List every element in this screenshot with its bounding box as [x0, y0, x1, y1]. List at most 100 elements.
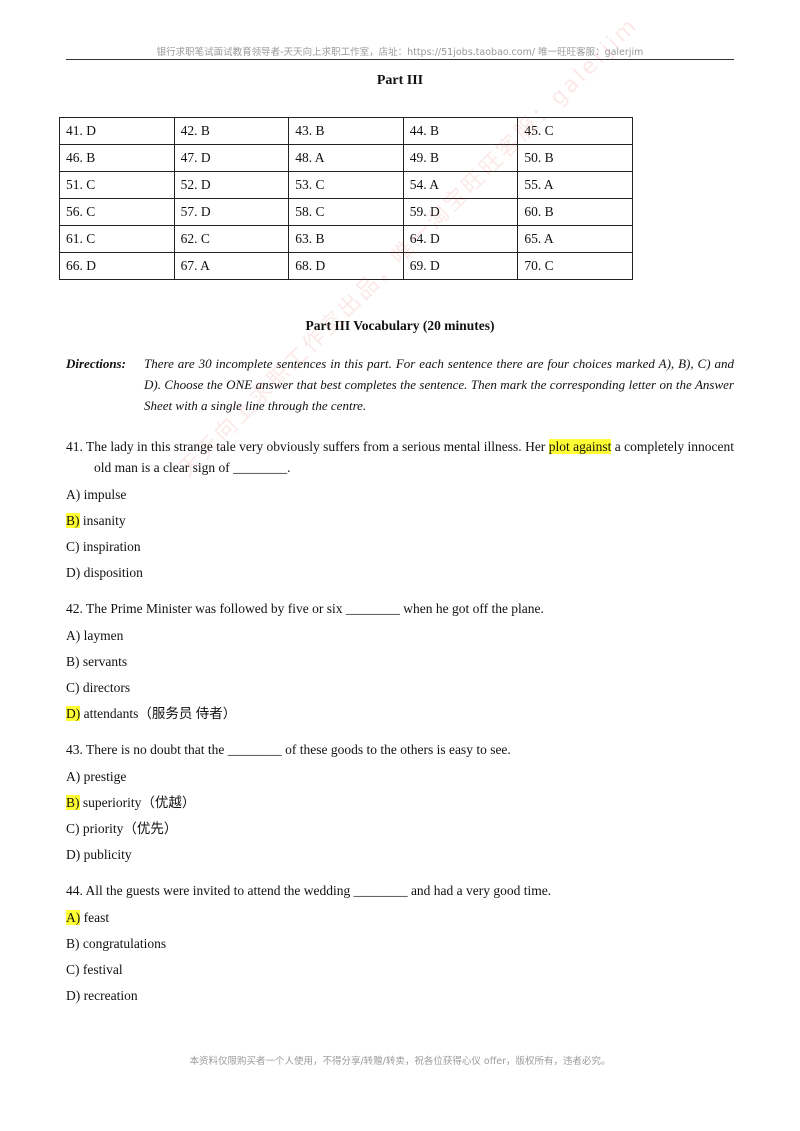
answer-cell: 49. B: [402, 144, 519, 172]
answer-option: B) congratulations: [66, 934, 734, 953]
option-letter: B): [66, 795, 80, 810]
answer-option: B) superiority（优越）: [66, 793, 734, 812]
stem-text: 42. The Prime Minister was followed by f…: [66, 601, 544, 616]
answer-cell: 45. C: [517, 117, 633, 145]
option-text: superiority（优越）: [79, 795, 196, 810]
answer-option: C) inspiration: [66, 537, 734, 556]
option-text: recreation: [80, 988, 138, 1003]
answer-option: B) servants: [66, 652, 734, 671]
answer-option: C) festival: [66, 960, 734, 979]
option-text: attendants（服务员 侍者）: [80, 706, 237, 721]
answer-cell: 65. A: [517, 225, 633, 253]
option-letter: D): [66, 565, 81, 580]
question-stem: 41. The lady in this strange tale very o…: [66, 436, 734, 478]
option-text: priority（优先）: [79, 821, 178, 836]
option-text: laymen: [80, 628, 124, 643]
option-text: feast: [80, 910, 110, 925]
answer-cell: 47. D: [173, 144, 290, 172]
option-letter: B): [66, 936, 80, 951]
answer-cell: 43. B: [288, 117, 404, 145]
option-text: publicity: [80, 847, 132, 862]
page-footer-text: 本资料仅限购买者一个人使用，不得分享/转赠/转卖，祝各位获得心仪 offer，版…: [189, 1056, 611, 1067]
header-divider: [66, 59, 734, 60]
answer-option: D) publicity: [66, 845, 734, 864]
answer-cell: 61. C: [59, 225, 175, 253]
answer-option: C) directors: [66, 678, 734, 697]
option-text: disposition: [80, 565, 143, 580]
answer-option: D) disposition: [66, 563, 734, 582]
option-letter: A): [66, 769, 81, 784]
answer-cell: 63. B: [288, 225, 404, 253]
answer-cell: 57. D: [173, 198, 290, 226]
answer-cell: 64. D: [402, 225, 519, 253]
option-letter: A): [66, 910, 81, 925]
option-text: festival: [79, 962, 123, 977]
answer-cell: 68. D: [288, 252, 404, 280]
answer-cell: 70. C: [517, 252, 633, 280]
answer-option: D) recreation: [66, 986, 734, 1005]
answer-option: A) feast: [66, 908, 734, 927]
answer-cell: 46. B: [59, 144, 175, 172]
answer-cell: 59. D: [402, 198, 519, 226]
option-letter: B): [66, 513, 80, 528]
answer-cell: 51. C: [59, 171, 175, 199]
answer-cell: 69. D: [402, 252, 519, 280]
option-letter: D): [66, 706, 81, 721]
option-letter: C): [66, 539, 80, 554]
answer-cell: 58. C: [288, 198, 404, 226]
answer-cell: 62. C: [173, 225, 290, 253]
question-stem: 44. All the guests were invited to atten…: [66, 880, 734, 901]
questions-list: 41. The lady in this strange tale very o…: [66, 436, 734, 1012]
option-text: congratulations: [79, 936, 167, 951]
directions-block: Directions: There are 30 incomplete sent…: [66, 353, 734, 416]
answer-cell: 66. D: [59, 252, 175, 280]
stem-text: 41. The lady in this strange tale very o…: [66, 439, 549, 454]
answer-option: A) prestige: [66, 767, 734, 786]
page-header-text: 银行求职笔试面试教育领导者-天天向上求职工作室，店址：https://51job…: [156, 47, 644, 58]
question-item: 44. All the guests were invited to atten…: [66, 880, 734, 1005]
option-text: servants: [79, 654, 128, 669]
question-item: 41. The lady in this strange tale very o…: [66, 436, 734, 598]
option-letter: B): [66, 654, 80, 669]
option-text: insanity: [79, 513, 126, 528]
option-letter: D): [66, 988, 81, 1003]
answer-cell: 67. A: [173, 252, 290, 280]
part-title: Part III: [376, 73, 424, 88]
answer-cell: 53. C: [288, 171, 404, 199]
option-text: inspiration: [79, 539, 141, 554]
option-letter: A): [66, 487, 81, 502]
section-title: Part III Vocabulary (20 minutes): [305, 318, 495, 333]
option-text: impulse: [80, 487, 127, 502]
option-text: prestige: [80, 769, 127, 784]
answer-cell: 50. B: [517, 144, 633, 172]
answer-option: A) laymen: [66, 626, 734, 645]
answer-option: A) impulse: [66, 485, 734, 504]
stem-text: a completely innocent old man is a clear…: [94, 439, 734, 475]
answer-option: D) attendants（服务员 侍者）: [66, 704, 734, 723]
answer-cell: 56. C: [59, 198, 175, 226]
answer-option: C) priority（优先）: [66, 819, 734, 838]
answer-cell: 48. A: [288, 144, 404, 172]
option-letter: A): [66, 628, 81, 643]
option-letter: C): [66, 821, 80, 836]
stem-text: 44. All the guests were invited to atten…: [66, 883, 552, 898]
option-letter: C): [66, 680, 80, 695]
question-item: 43. There is no doubt that the ________ …: [66, 739, 734, 880]
option-letter: C): [66, 962, 80, 977]
answer-cell: 44. B: [402, 117, 519, 145]
answer-cell: 41. D: [59, 117, 175, 145]
option-letter: D): [66, 847, 81, 862]
question-item: 42. The Prime Minister was followed by f…: [66, 598, 734, 739]
answer-option: B) insanity: [66, 511, 734, 530]
question-stem: 43. There is no doubt that the ________ …: [66, 739, 734, 760]
answer-cell: 55. A: [517, 171, 633, 199]
answer-cell: 42. B: [173, 117, 290, 145]
directions-text: There are 30 incomplete sentences in thi…: [144, 356, 734, 413]
answer-cell: 60. B: [517, 198, 633, 226]
